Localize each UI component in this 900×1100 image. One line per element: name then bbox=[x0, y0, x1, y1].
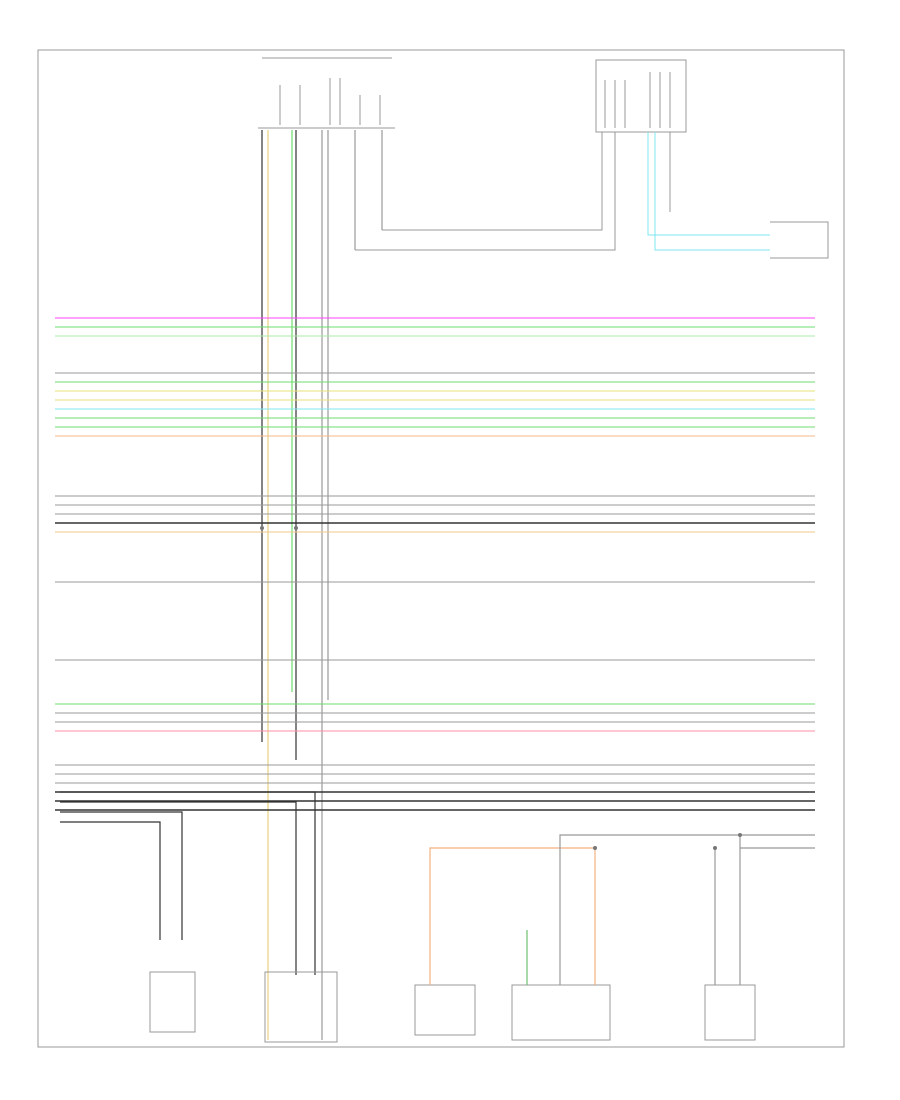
lower-modules bbox=[149, 971, 756, 1043]
upper-routing bbox=[355, 132, 770, 251]
top-connector-block bbox=[258, 57, 395, 129]
lower-right-routing bbox=[429, 834, 815, 985]
module-box-5 bbox=[704, 984, 756, 1041]
lower-left-routing bbox=[60, 791, 316, 975]
module-box-4 bbox=[511, 984, 611, 1041]
bus-lines bbox=[55, 317, 815, 811]
vertical-trunks bbox=[261, 130, 383, 1040]
right-connector-box bbox=[770, 221, 829, 259]
connector-ticks bbox=[279, 72, 671, 128]
top-right-module bbox=[595, 59, 687, 133]
splice-points bbox=[260, 526, 742, 850]
module-box-1 bbox=[149, 971, 196, 1033]
module-box-3 bbox=[414, 984, 476, 1036]
module-box-2 bbox=[264, 971, 338, 1043]
diagram-frame bbox=[37, 49, 845, 1048]
